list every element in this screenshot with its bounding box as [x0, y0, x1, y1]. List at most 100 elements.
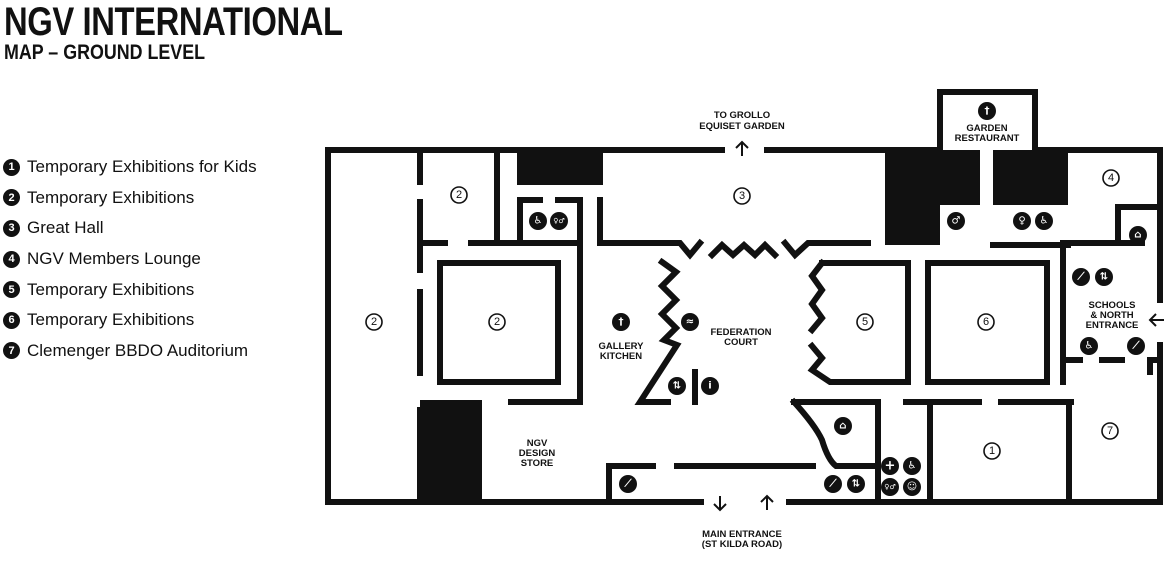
- svg-text:♿: ♿: [1040, 216, 1049, 227]
- restaurant-label: GARDEN: [966, 123, 1007, 134]
- grollo-label: TO GROLLO: [714, 110, 770, 121]
- svg-text:≈: ≈: [686, 317, 694, 328]
- schools-entrance-label: SCHOOLS: [1089, 300, 1136, 311]
- room-number: 2: [365, 313, 383, 331]
- svg-text:♀♂: ♀♂: [553, 217, 564, 225]
- federation-court-label: FEDERATION: [710, 327, 771, 338]
- legend-label: Temporary Exhibitions: [27, 187, 195, 207]
- main-entrance-label: (ST KILDA ROAD): [702, 539, 782, 550]
- arrow-up-icon: [760, 494, 774, 510]
- room-number: 2: [450, 186, 468, 204]
- design-store-label: DESIGN: [519, 448, 556, 459]
- room-number: 1: [983, 442, 1001, 460]
- svg-text:†: †: [619, 317, 624, 328]
- room-number: 7: [1101, 422, 1119, 440]
- svg-text:♿: ♿: [908, 461, 917, 472]
- room-number: 2: [488, 313, 506, 331]
- accessible-icon: ♿: [1080, 337, 1098, 355]
- svg-text:♿: ♿: [534, 216, 543, 227]
- toilets-icon: ♀♂: [550, 212, 568, 230]
- schools-entrance-label: & NORTH: [1090, 310, 1133, 321]
- svg-text:⟋: ⟋: [829, 478, 838, 490]
- legend-item: 2 Temporary Exhibitions: [3, 183, 257, 214]
- legend-number: 1: [3, 158, 20, 176]
- svg-text:⇅: ⇅: [1100, 272, 1108, 283]
- escalator-icon: ⟋: [619, 475, 637, 493]
- baby-change-icon: ☺: [903, 478, 921, 496]
- accessible-icon: ♿: [1035, 212, 1053, 230]
- legend-number: 6: [3, 311, 20, 329]
- svg-text:2: 2: [456, 189, 462, 201]
- legend-item: 1 Temporary Exhibitions for Kids: [3, 152, 257, 183]
- svg-text:⌂: ⌂: [1134, 230, 1141, 241]
- svg-text:i: i: [708, 381, 711, 392]
- room-number: 3: [733, 187, 751, 205]
- svg-text:7: 7: [1107, 425, 1113, 437]
- room-number: 4: [1102, 169, 1120, 187]
- svg-text:♿: ♿: [1085, 341, 1094, 352]
- gallery-kitchen-label: GALLERY: [598, 341, 644, 352]
- legend-item: 5 Temporary Exhibitions: [3, 274, 257, 305]
- svg-text:⟋: ⟋: [1132, 340, 1141, 352]
- svg-text:⇅: ⇅: [673, 381, 681, 392]
- legend-label: Temporary Exhibitions: [27, 310, 195, 330]
- escalator-icon: ⟋: [1072, 268, 1090, 286]
- lift-icon: ⇅: [847, 475, 865, 493]
- arrow-left-icon: [1148, 313, 1164, 327]
- legend-number: 7: [3, 342, 20, 360]
- cloakroom-icon: ⌂: [834, 417, 852, 435]
- svg-text:2: 2: [371, 316, 377, 328]
- arrow-down-icon: [713, 496, 727, 512]
- legend-item: 4 NGV Members Lounge: [3, 244, 257, 275]
- female-toilet-icon: ♀: [1013, 212, 1031, 230]
- svg-text:3: 3: [739, 190, 745, 202]
- legend-number: 4: [3, 250, 20, 268]
- cloakroom-icon: ⌂: [1129, 226, 1147, 244]
- legend-label: Temporary Exhibitions: [27, 279, 195, 299]
- legend-item: 3 Great Hall: [3, 213, 257, 244]
- svg-text:⌂: ⌂: [839, 421, 846, 432]
- accessible-icon: ♿: [529, 212, 547, 230]
- travelator-icon: ≈: [681, 313, 699, 331]
- legend-label: Great Hall: [27, 218, 104, 238]
- svg-text:♂: ♂: [952, 216, 961, 227]
- male-toilet-icon: ♂: [947, 212, 965, 230]
- dining-icon: †: [978, 102, 996, 120]
- legend-label: Temporary Exhibitions for Kids: [27, 157, 257, 177]
- toilets-icon: ♀♂: [881, 478, 899, 496]
- design-store-label: STORE: [521, 458, 554, 469]
- svg-text:5: 5: [862, 316, 868, 328]
- arrow-up-icon: [735, 140, 749, 156]
- dining-icon: †: [612, 313, 630, 331]
- accessible-icon: ♿: [903, 457, 921, 475]
- svg-text:†: †: [985, 106, 990, 117]
- room-number: 5: [856, 313, 874, 331]
- gallery-kitchen-label: KITCHEN: [600, 351, 642, 362]
- legend-item: 6 Temporary Exhibitions: [3, 305, 257, 336]
- main-entrance-label: MAIN ENTRANCE: [702, 529, 782, 540]
- page-title: NGV INTERNATIONAL: [4, 0, 343, 44]
- svg-text:⇅: ⇅: [852, 479, 860, 490]
- svg-text:♀♂: ♀♂: [884, 483, 895, 491]
- room-number: 6: [977, 313, 995, 331]
- legend-number: 2: [3, 189, 20, 207]
- legend-number: 3: [3, 219, 20, 237]
- schools-entrance-label: ENTRANCE: [1086, 320, 1139, 331]
- lift-icon: ⇅: [668, 377, 686, 395]
- walls: [325, 89, 1163, 505]
- svg-text:⟋: ⟋: [624, 478, 633, 490]
- svg-text:⟋: ⟋: [1077, 271, 1086, 283]
- legend-label: NGV Members Lounge: [27, 249, 201, 269]
- page-subtitle: MAP – GROUND LEVEL: [4, 41, 206, 64]
- lift-icon: ⇅: [1095, 268, 1113, 286]
- service-blocks: [420, 150, 1068, 502]
- svg-text:6: 6: [983, 316, 989, 328]
- svg-text:♀: ♀: [1018, 216, 1025, 227]
- first-aid-icon: +: [881, 457, 899, 475]
- legend-number: 5: [3, 281, 20, 299]
- restaurant-label: RESTAURANT: [955, 133, 1020, 144]
- info-icon: i: [701, 377, 719, 395]
